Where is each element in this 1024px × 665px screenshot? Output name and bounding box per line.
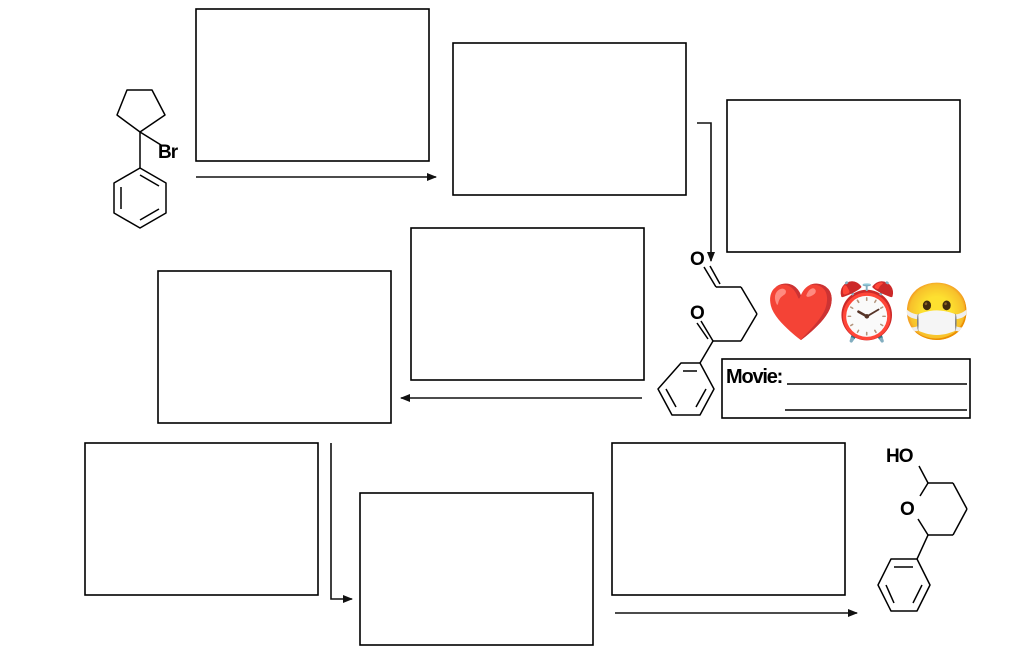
answer-box-2[interactable] xyxy=(452,42,687,196)
answer-box-1[interactable] xyxy=(195,8,430,162)
reaction-arrow-2 xyxy=(697,122,715,262)
hydroxyl-label: HO xyxy=(886,446,913,467)
ring-oxygen-label: O xyxy=(900,499,914,520)
alarm-clock-emoji-icon: ⏰ xyxy=(832,278,902,344)
oxygen-label-top: O xyxy=(690,249,704,270)
starting-material-molecule: Br xyxy=(113,89,180,229)
cyclopentane-ring xyxy=(116,89,166,133)
heart-emoji-icon: ❤️ xyxy=(766,280,836,343)
answer-box-6[interactable] xyxy=(84,442,319,596)
answer-box-5[interactable] xyxy=(157,270,392,424)
phenyl-ring xyxy=(113,167,167,229)
oxygen-label-bottom: O xyxy=(690,303,704,324)
diketone-intermediate-molecule: O O xyxy=(657,249,758,416)
mask-face-emoji-icon: 😷 xyxy=(902,280,972,343)
intermediate-phenyl-ring xyxy=(657,362,715,416)
product-phenyl-ring xyxy=(877,558,931,612)
reaction-arrow-4 xyxy=(330,443,353,603)
answer-box-4[interactable] xyxy=(410,227,645,381)
bromine-label: Br xyxy=(158,142,179,163)
answer-box-8[interactable] xyxy=(611,442,846,596)
movie-label: Movie: xyxy=(726,366,782,388)
carbon-bromine-bond xyxy=(139,131,162,146)
product-molecule: HO O xyxy=(877,446,968,612)
answer-box-7[interactable] xyxy=(359,492,594,646)
answer-box-3[interactable] xyxy=(726,99,961,253)
movie-answer-box: Movie: xyxy=(721,358,971,419)
